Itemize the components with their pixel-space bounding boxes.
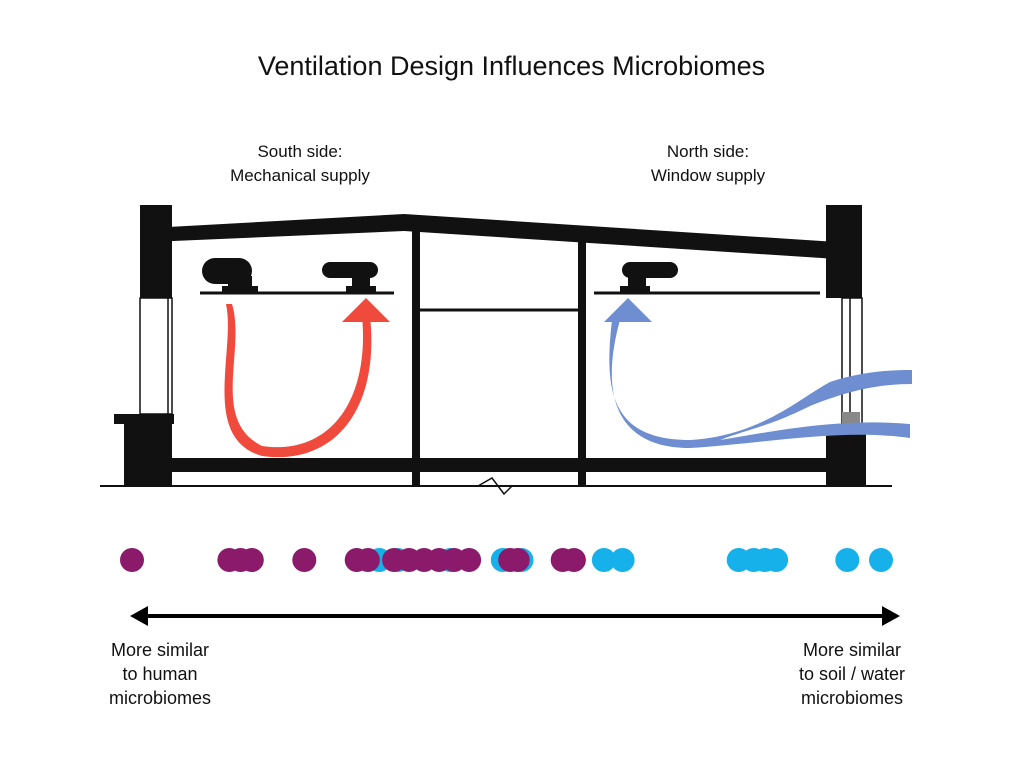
sample-dot-north	[764, 548, 789, 572]
sample-dot-south	[239, 548, 264, 572]
sample-dot-north	[869, 548, 893, 572]
left-wall-lower	[124, 414, 172, 486]
floor-slab	[150, 458, 850, 472]
sample-dot-south	[505, 548, 530, 572]
south-airflow-arrow	[224, 298, 390, 458]
left-window-frame	[139, 297, 173, 415]
south-side-label: South side: Mechanical supply	[230, 142, 370, 185]
building-section	[100, 205, 892, 496]
interior-wall-left	[412, 224, 420, 486]
sample-dot-south	[561, 548, 586, 572]
north-airflow-arrow	[604, 298, 912, 448]
sample-dots	[120, 548, 893, 572]
soil-water-end-label: More similar to soil / water microbiomes	[798, 640, 906, 708]
sample-dot-south	[292, 548, 317, 572]
south-duct-right-icon	[322, 262, 378, 292]
left-wall-upper	[140, 205, 172, 298]
interior-wall-right	[578, 232, 586, 486]
sample-dot-north	[591, 548, 616, 572]
break-symbol	[477, 477, 513, 496]
sample-dot-south	[457, 548, 482, 572]
sample-dot-south	[355, 548, 380, 572]
south-duct-left-icon	[202, 258, 258, 292]
north-duct-icon	[620, 262, 678, 292]
similarity-scale-arrow	[130, 606, 900, 626]
right-wall-lower	[826, 428, 866, 486]
sample-dot-south	[120, 548, 144, 572]
diagram-title: Ventilation Design Influences Microbiome…	[257, 51, 766, 81]
sample-dot-north	[610, 548, 635, 572]
human-end-label: More similar to human microbiomes	[108, 640, 212, 708]
left-wall-sill	[114, 414, 174, 424]
roof	[150, 214, 852, 260]
sample-dot-north	[835, 548, 860, 572]
north-side-label: North side: Window supply	[650, 142, 766, 185]
right-window-frame	[841, 297, 863, 429]
